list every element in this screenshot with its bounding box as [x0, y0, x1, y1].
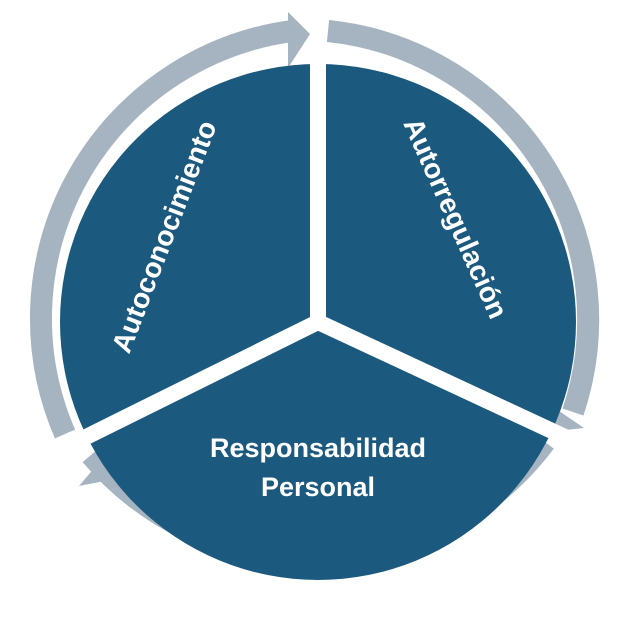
ring-arc-top-right: [326, 20, 600, 416]
segment-label-responsabilidad: Responsabilidad: [210, 433, 426, 463]
segment-dividers: [66, 40, 569, 453]
ring-arc-top-left: [30, 20, 294, 439]
divider-left: [66, 314, 322, 453]
divider-right: [314, 314, 569, 445]
segment-label-personal: Personal: [261, 472, 375, 502]
arrow-top-icon: [288, 12, 310, 68]
